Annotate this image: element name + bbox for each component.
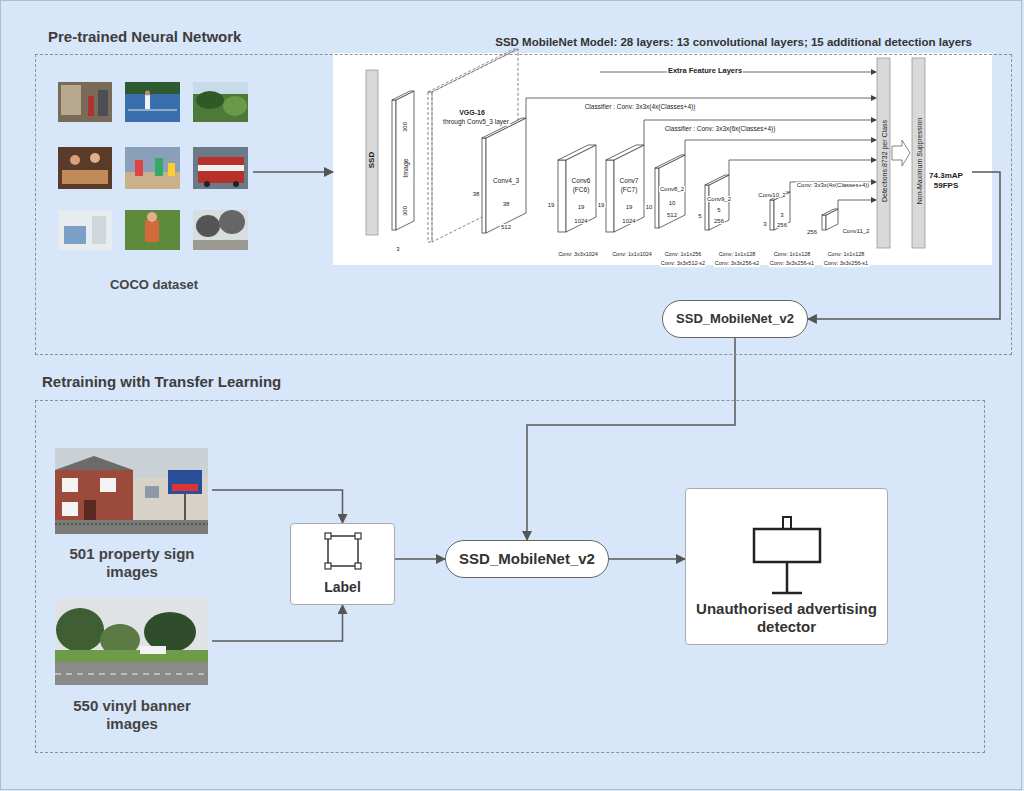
image-caption: 501 property sign images: [52, 545, 212, 581]
diagram-label: 19: [625, 204, 634, 210]
panel-heading: SSD MobileNet Model: 28 layers: 13 convo…: [333, 36, 972, 50]
diagram-label: 256: [806, 229, 818, 235]
connector-arrow: [253, 171, 333, 173]
diagram-label: 256: [776, 222, 788, 228]
diagram-label: Conv: 3x3x256-s1: [823, 261, 869, 267]
model-name: SSD_MobileNet_v2: [676, 311, 794, 327]
diagram-label: through Conv5_3 layer: [442, 119, 510, 126]
model-pill: SSD_MobileNet_v2: [662, 300, 808, 338]
diagram-label: Conv: 1x1x128: [827, 252, 866, 258]
property-sign-photo: [55, 448, 208, 534]
diagram-label: 59FPS: [933, 182, 959, 190]
diagram-label: 19: [547, 202, 556, 208]
architecture-panel: SSD MobileNet Model: 28 layers: 13 convo…: [333, 36, 972, 265]
diagram-label: 19: [597, 202, 606, 208]
diagram-label: 38: [502, 201, 511, 207]
image-caption: COCO dataset: [110, 277, 198, 293]
diagram-label: 3: [395, 246, 400, 252]
diagram-label: Conv9_2: [706, 196, 732, 202]
diagram-label: 3: [762, 221, 767, 227]
diagram-label: Classifier : Conv: 3x3x(6x(Classes+4)): [664, 126, 777, 133]
diagram-label: Conv6: [571, 178, 592, 185]
diagram-label: Conv4_3: [492, 178, 520, 185]
diagram-label: 512: [500, 224, 512, 230]
image-caption: 550 vinyl banner images: [52, 697, 212, 733]
diagram-label: 300: [402, 121, 408, 133]
connector-arrow: [212, 490, 343, 523]
connector-arrow: [395, 558, 445, 560]
box-label: Label: [324, 579, 361, 596]
model-pill: SSD_MobileNet_v2: [445, 540, 609, 578]
diagram-label: Extra Feature Layers: [667, 67, 743, 75]
diagram-label: Conv: 1x1x1024: [611, 252, 653, 258]
diagram-label: 300: [402, 205, 408, 217]
process-box: Label: [290, 523, 395, 605]
model-name: SSD_MobileNet_v2: [459, 550, 595, 568]
diagram-label: Conv10_2: [757, 192, 786, 198]
diagram-label: 1024: [621, 218, 636, 224]
diagram-label: VGG-16: [458, 109, 486, 116]
diagram-label: Conv11_2: [842, 228, 871, 234]
diagram-label: Classifier : Conv: 3x3x(4x(Classes+4)): [584, 104, 697, 111]
image-group: 501 property sign images: [52, 446, 212, 581]
diagram-label: Non-Maximum Suppression: [915, 117, 922, 205]
diagram-label: 512: [666, 212, 678, 218]
coco-thumbnails: [58, 82, 248, 250]
image-group: COCO dataset: [55, 78, 253, 293]
diagram-label: Conv: 3x3x(4x(Classes+4)): [796, 182, 871, 188]
image-group: 550 vinyl banner images: [52, 596, 212, 733]
diagram-label: Conv: 1x1x128: [773, 252, 812, 258]
diagram-label: Conv: 3x3x256-s1: [769, 261, 815, 267]
diagram-label: 10: [645, 204, 654, 210]
diagram-label: 3: [779, 212, 784, 218]
diagram-label: 256: [713, 218, 725, 224]
box-label: Unauthorised advertising detector: [692, 600, 881, 636]
diagram-label: Conv: 1x1x128: [718, 252, 757, 258]
process-box: Unauthorised advertising detector: [685, 488, 888, 645]
diagram-label: Image: [402, 157, 409, 178]
diagram-label: SSD: [368, 151, 376, 169]
diagram-label: 19: [577, 204, 586, 210]
diagram-label: Conv7: [619, 178, 640, 185]
connector-arrow: [808, 172, 1000, 319]
diagram-label: Detections:8732 per Class: [880, 119, 887, 203]
diagram-label: 5: [697, 213, 702, 219]
connector-arrow: [609, 558, 685, 560]
diagram-label: 1024: [573, 218, 588, 224]
diagram-label: (FC6): [572, 187, 591, 194]
diagram-label: Conv: 3x3x256-s2: [714, 261, 760, 267]
diagram-label: Conv: 1x1x256: [664, 252, 703, 258]
diagram-label: 10: [668, 200, 677, 206]
diagram-label: 5: [716, 207, 721, 213]
region-band: Retraining with Transfer Learning501 pro…: [35, 400, 985, 753]
ssd-architecture: [333, 49, 992, 265]
vinyl-banner-photo: [55, 598, 208, 685]
diagram-label: Conv8_2: [659, 186, 685, 192]
connector-arrow: [212, 605, 343, 641]
region-title: Pre-trained Neural Network: [48, 28, 241, 46]
diagram-label: Conv: 3x3x1024: [557, 252, 599, 258]
region-title: Retraining with Transfer Learning: [42, 373, 281, 391]
region-band: Pre-trained Neural NetworkCOCO datasetSS…: [35, 54, 1012, 355]
diagram-label: 38: [472, 191, 481, 197]
diagram-label: (FC7): [620, 187, 639, 194]
diagram-label: 74.3mAP: [928, 172, 964, 180]
diagram-label: Conv: 3x3x512-s2: [660, 261, 706, 267]
